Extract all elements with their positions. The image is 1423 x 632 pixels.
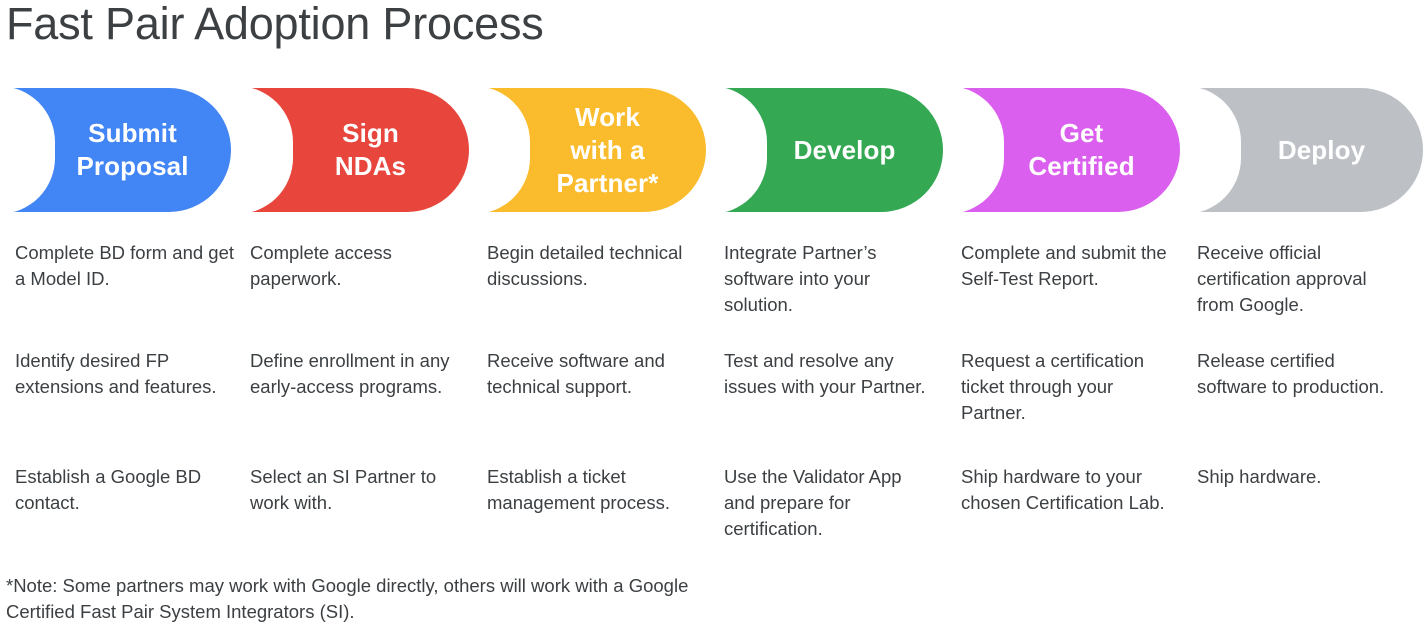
process-stage-2[interactable]: Sign NDAs — [237, 86, 469, 214]
detail-item: Ship hardware to your chosen Certificati… — [961, 466, 1165, 513]
process-stage-label: Submit Proposal — [76, 118, 189, 181]
detail-item: Complete BD form and get a Model ID. — [15, 242, 235, 289]
detail-item: Define enrollment in any early-access pr… — [250, 350, 450, 397]
detail-item: Ship hardware. — [1197, 466, 1322, 487]
process-stage-4[interactable]: Develop — [711, 86, 943, 214]
detail-item: Establish a Google BD contact. — [15, 466, 202, 513]
process-stage-label: Get Certified — [1028, 118, 1135, 181]
detail-item: Receive official certification approval … — [1197, 242, 1367, 315]
detail-item: Complete and submit the Self-Test Report… — [961, 242, 1167, 289]
detail-item: Begin detailed technical discussions. — [487, 242, 683, 289]
detail-item: Receive software and technical support. — [487, 350, 665, 397]
detail-item: Release certified software to production… — [1197, 350, 1385, 397]
process-stage-label: Work with a Partner* — [556, 101, 659, 198]
detail-item: Test and resolve any issues with your Pa… — [724, 350, 926, 397]
detail-item: Select an SI Partner to work with. — [250, 466, 437, 513]
process-stage-label: Sign NDAs — [334, 118, 407, 181]
page-title: Fast Pair Adoption Process — [6, 0, 544, 49]
detail-item: Establish a ticket management process. — [487, 466, 671, 513]
process-stage-5[interactable]: Get Certified — [948, 86, 1180, 214]
footnote: *Note: Some partners may work with Googl… — [6, 575, 689, 622]
process-stage-band: Submit Proposal Sign NDAs Work with a Part… — [0, 86, 1423, 214]
detail-item: Integrate Partner’s software into your s… — [724, 242, 877, 315]
detail-item: Use the Validator App and prepare for ce… — [724, 466, 902, 539]
detail-item: Identify desired FP extensions and featu… — [15, 350, 217, 397]
process-stage-6[interactable]: Deploy — [1185, 86, 1423, 214]
process-stage-label: Develop — [793, 134, 896, 165]
process-stage-3[interactable]: Work with a Partner* — [474, 86, 706, 214]
process-stage-1[interactable]: Submit Proposal — [0, 86, 231, 214]
detail-item: Complete access paperwork. — [250, 242, 392, 289]
detail-item: Request a certification ticket through y… — [961, 350, 1145, 423]
process-stage-label: Deploy — [1277, 134, 1366, 165]
process-detail-columns: Complete BD form and get a Model ID. Iden… — [0, 236, 1423, 556]
